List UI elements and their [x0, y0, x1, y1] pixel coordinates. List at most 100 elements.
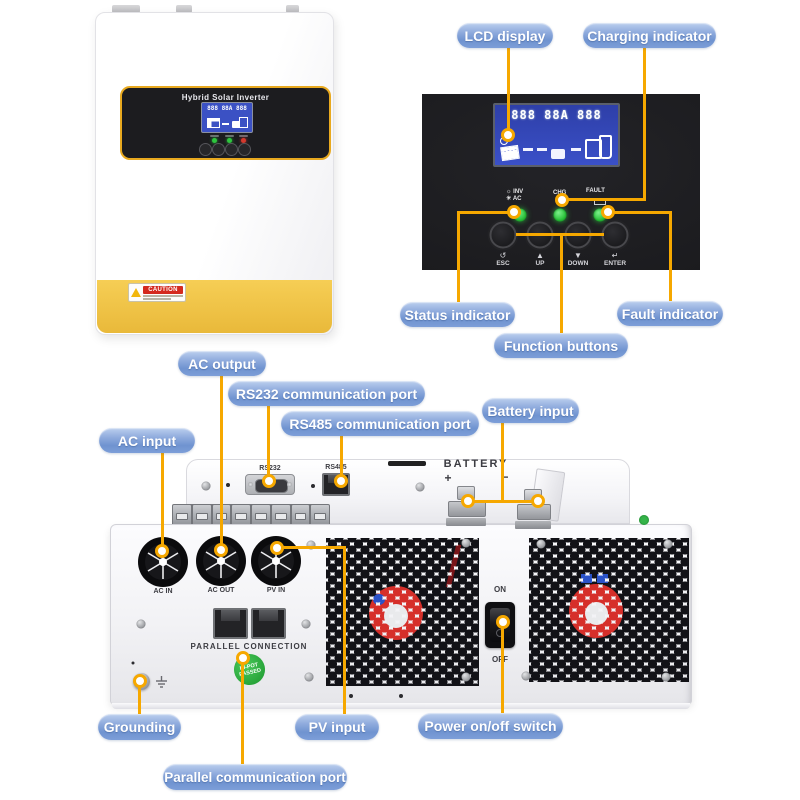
green-indicator-dot	[639, 515, 649, 525]
callout-line	[340, 435, 343, 480]
callout-line	[507, 47, 510, 133]
screw	[415, 482, 425, 492]
callout-dot	[501, 128, 515, 142]
pv-in-label: PV IN	[266, 587, 286, 594]
callout-line	[457, 211, 460, 303]
rear-bottom-flange	[112, 703, 690, 709]
callout-line	[501, 421, 504, 501]
caution-sticker: CAUTION	[128, 283, 186, 302]
fan-hub-center	[384, 604, 408, 628]
callout-dot	[214, 543, 228, 557]
callout-line	[560, 233, 563, 334]
fan-grille	[326, 538, 479, 686]
callout-line	[161, 452, 164, 549]
callout-rs232-port: RS232 communication port	[228, 381, 425, 406]
enter-icon: ↵	[611, 251, 619, 260]
callout-dot	[461, 494, 475, 508]
down-text: DOWN	[567, 260, 589, 267]
fan-hub-blue	[581, 574, 592, 583]
lcd-inverter-icon	[551, 149, 565, 159]
battery-plus: +	[444, 471, 452, 485]
screw	[661, 672, 671, 682]
fault-indicator-label: FAULT	[586, 188, 605, 194]
callout-dot	[555, 193, 569, 207]
parallel-connection-label: PARALLEL CONNECTION	[190, 642, 308, 651]
caution-fineprint	[143, 298, 171, 300]
fan-hub-blue	[597, 574, 608, 583]
callout-line	[608, 211, 672, 214]
vent-slot	[388, 461, 426, 466]
callout-function-buttons: Function buttons	[494, 333, 628, 358]
inv-ac-indicator-labels: ☼ INV ☀ AC	[506, 189, 523, 203]
callout-dot	[133, 674, 147, 688]
enter-button	[601, 221, 629, 249]
callout-rs485-port: RS485 communication port	[281, 411, 479, 436]
parallel-rj45-port-1	[213, 608, 248, 639]
callout-battery-input: Battery input	[482, 398, 579, 423]
cooling-fan-left	[326, 538, 479, 686]
fan-hub-center	[585, 602, 608, 625]
callout-line	[138, 681, 141, 714]
down-caption: ▼ DOWN	[567, 252, 589, 268]
callout-dot	[507, 205, 521, 219]
ac-out-label: AC OUT	[207, 587, 235, 594]
front-esc-button	[199, 143, 212, 156]
front-yellow-band: CAUTION	[97, 280, 332, 333]
callout-dot	[334, 474, 348, 488]
callout-dot	[531, 494, 545, 508]
front-lcd: 888 88A 888	[201, 102, 253, 133]
mount-tab	[176, 5, 192, 13]
battery-label: BATTERY	[443, 458, 509, 470]
inverter-front-view: Hybrid Solar Inverter 888 88A 888	[95, 12, 334, 335]
caution-fineprint	[143, 295, 183, 297]
screw	[663, 539, 673, 549]
panel-lcd-icons	[499, 131, 614, 162]
rs485-port-label: RS485	[325, 464, 347, 471]
callout-line	[669, 211, 672, 302]
callout-power-switch: Power on/off switch	[418, 713, 563, 739]
front-fault-led	[241, 138, 246, 143]
sun-outline-icon: ☼	[506, 189, 514, 195]
callout-line	[241, 658, 244, 764]
vent-hole	[349, 694, 353, 698]
callout-ac-input: AC input	[99, 428, 195, 453]
ac-in-label: AC IN	[153, 588, 173, 595]
db9-screw	[287, 482, 292, 487]
vent-hole	[131, 661, 135, 665]
ground-symbol-icon	[156, 676, 167, 688]
callout-status-indicator: Status indicator	[400, 302, 515, 327]
esc-caption: ↺ ESC	[496, 251, 509, 268]
screw	[136, 619, 146, 629]
lcd-battery-icon	[239, 117, 248, 128]
front-charge-led	[227, 138, 232, 143]
front-display-panel: Hybrid Solar Inverter 888 88A 888	[120, 86, 331, 160]
callout-line	[501, 622, 504, 713]
screw	[536, 539, 546, 549]
callout-line	[277, 546, 346, 549]
up-caption: ▲ UP	[535, 251, 544, 268]
callout-ac-output: AC output	[178, 351, 266, 376]
mount-tab	[112, 5, 140, 13]
front-enter-button	[238, 143, 251, 156]
callout-dot	[236, 651, 250, 665]
lcd-solar-icon	[207, 118, 220, 128]
caution-text: CAUTION	[143, 285, 183, 294]
up-icon: ▲	[536, 251, 544, 260]
screw	[521, 671, 531, 681]
front-up-button	[212, 143, 225, 156]
callout-grounding: Grounding	[98, 714, 181, 740]
callout-line	[220, 374, 223, 550]
switch-off-label: OFF	[492, 655, 508, 664]
fan-grille	[529, 538, 689, 682]
callout-line	[457, 211, 514, 214]
callout-dot	[601, 205, 615, 219]
lcd-inverter-icon	[232, 121, 240, 128]
esc-icon: ↺	[499, 251, 507, 260]
ac-in-gland	[138, 537, 188, 587]
esc-button	[489, 221, 517, 249]
screw	[301, 619, 311, 629]
switch-on-label: ON	[494, 585, 506, 594]
warning-triangle-icon	[131, 288, 141, 297]
callout-fault-indicator: Fault indicator	[617, 301, 723, 326]
